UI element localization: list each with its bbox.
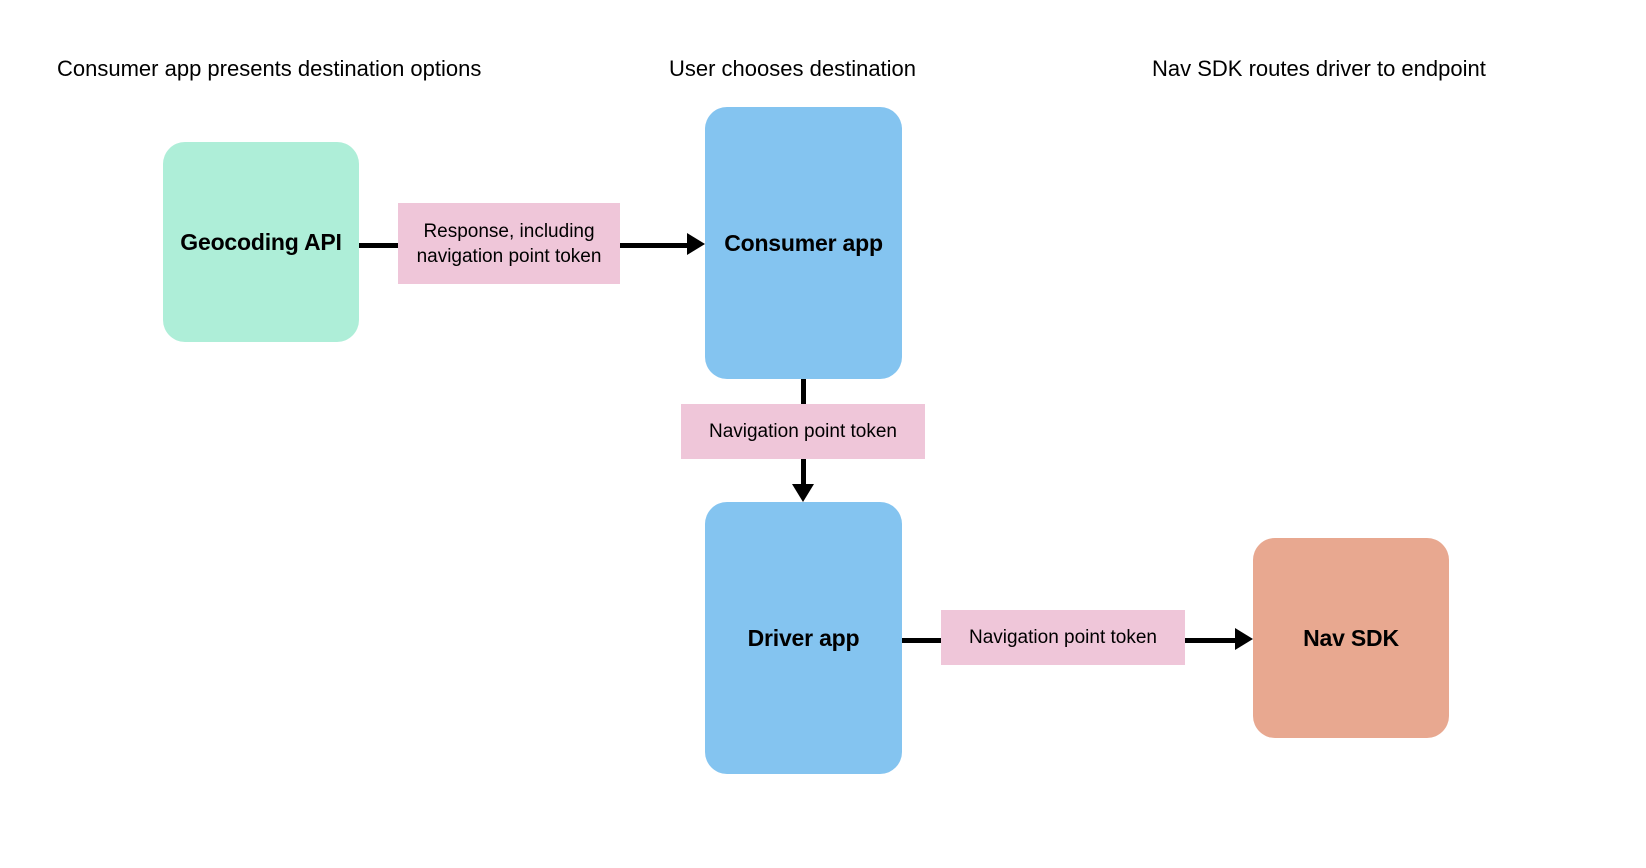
- node-driver-app-label: Driver app: [747, 624, 860, 651]
- arrowhead-right-icon-nav-sdk: [1235, 628, 1253, 650]
- arrowhead-down-icon-driver-app: [792, 484, 814, 502]
- node-consumer-app-label: Consumer app: [724, 229, 883, 256]
- arrowhead-right-icon-consumer-app: [687, 233, 705, 255]
- edge-label-navigation-point-token-consumer-driver: Navigation point token: [681, 404, 925, 459]
- edge-label-response-text: Response, including navigation point tok…: [416, 220, 602, 267]
- node-consumer-app[interactable]: Consumer app: [705, 107, 902, 379]
- node-nav-sdk[interactable]: Nav SDK: [1253, 538, 1449, 738]
- column-header-user-chooses: User chooses destination: [669, 56, 917, 81]
- node-geocoding-api-label: Geocoding API: [180, 228, 342, 255]
- connector-geocoding-to-label: [359, 243, 419, 248]
- connector-label-to-nav-sdk: [1184, 638, 1236, 643]
- connector-consumer-app-to-label: [801, 379, 806, 405]
- node-driver-app[interactable]: Driver app: [705, 502, 902, 774]
- connector-driver-app-to-label: [902, 638, 944, 643]
- connector-label-to-consumer-app: [620, 243, 688, 248]
- column-header-consumer-app: Consumer app presents destination option…: [57, 56, 482, 81]
- edge-label-navigation-point-token-text-right: Navigation point token: [968, 627, 1157, 648]
- node-nav-sdk-label: Nav SDK: [1303, 624, 1399, 651]
- edge-label-navigation-point-token-driver-navsdk: Navigation point token: [941, 610, 1185, 665]
- connector-label-to-driver-app: [801, 459, 806, 487]
- edge-label-response-navigation-point-token: Response, including navigation point tok…: [398, 203, 620, 284]
- edge-label-navigation-point-token-text-middle: Navigation point token: [708, 421, 897, 442]
- node-geocoding-api[interactable]: Geocoding API: [163, 142, 359, 342]
- column-header-nav-sdk: Nav SDK routes driver to endpoint: [1152, 56, 1486, 81]
